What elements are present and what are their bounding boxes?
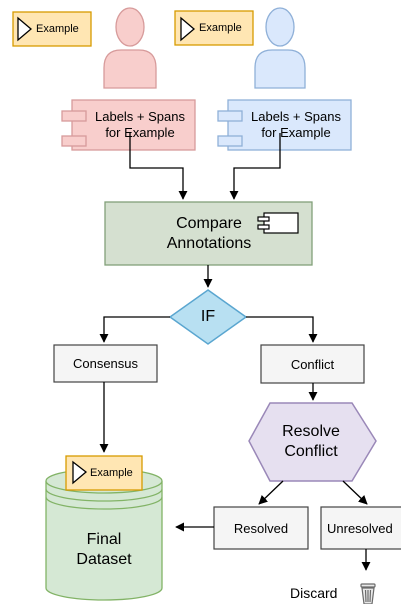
discard-label: Discard [290,585,338,601]
component-icon [257,212,299,234]
arrow-resolve-to-unresolved [342,480,368,505]
dataset-label: Final Dataset [76,531,132,568]
compare-label: Compare Annotations [166,215,252,252]
decision-label: IF [200,308,216,325]
arrow-resolve-to-resolved [258,480,284,505]
example-tag-b [174,10,254,46]
annotation-component-a [61,99,196,151]
play-icon [180,16,196,42]
arrow-a-to-compare [129,133,188,200]
example-tag-a [12,11,92,47]
arrow-b-to-compare [229,133,281,200]
conflict-box [260,344,365,384]
example-label-a: Example [36,23,79,35]
example-label-b: Example [199,22,242,34]
annotation-label-b: Labels + Spans for Example [251,109,341,140]
annotator-a-icon [103,7,157,89]
annotation-component-b [217,99,352,151]
consensus-label: Consensus [72,356,139,371]
trash-can-icon [360,583,376,604]
resolved-box [213,506,309,550]
annotation-label-a: Labels + Spans for Example [95,109,185,140]
arrow-if-to-consensus [99,316,170,343]
play-icon [17,16,33,42]
compare-box [104,201,313,266]
play-icon [72,460,88,485]
example-tag-dataset [65,455,143,491]
example-label-dataset: Example [90,467,133,479]
arrow-if-to-conflict [246,316,318,343]
unresolved-label: Unresolved [327,520,393,536]
resolve-hexagon [248,402,377,482]
annotator-b-icon [254,7,306,89]
resolve-label: Resolve Conflict [282,423,340,460]
conflict-label: Conflict [290,356,335,372]
decision-diamond [168,289,248,345]
consensus-box [53,344,158,383]
resolved-label: Resolved [233,520,289,536]
